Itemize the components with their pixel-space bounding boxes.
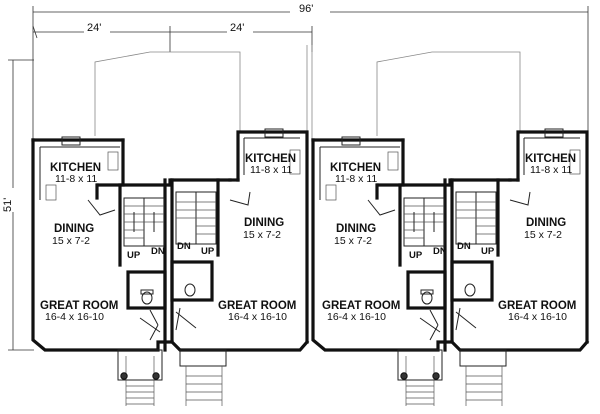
great-room-label: GREAT ROOM (498, 300, 576, 312)
dimension-lines: 96' 24' 24' 51' (2, 3, 589, 351)
great-room-size: 16-4 x 16-10 (228, 311, 287, 323)
dining-label: DINING (244, 217, 284, 229)
roof-outline (94, 45, 521, 140)
kitchen-size: 11-8 x 11 (335, 173, 377, 185)
stair-up-label: UP (201, 246, 215, 257)
unit-3-labels: KITCHEN 11-8 x 11 DINING 15 x 7-2 GREAT … (322, 162, 447, 323)
unit-2-labels: KITCHEN 11-8 x 11 DINING 15 x 7-2 GREAT … (177, 153, 296, 323)
great-room-label: GREAT ROOM (322, 300, 400, 312)
dining-size: 15 x 7-2 (243, 229, 281, 241)
dining-label: DINING (526, 217, 566, 229)
stair (123, 197, 165, 247)
unit-width-label-2: 24' (230, 22, 244, 34)
great-room-size: 16-4 x 16-10 (327, 311, 386, 323)
stair-dn-label: DN (433, 246, 447, 257)
unit-width-label: 24' (87, 22, 101, 34)
unit-pair (31, 128, 310, 406)
unit-1-labels: KITCHEN 11-8 x 11 DINING 15 x 7-2 GREAT … (40, 162, 165, 323)
overall-width-label: 96' (299, 3, 313, 15)
stair-dn-label: DN (457, 241, 471, 252)
great-room-label: GREAT ROOM (40, 300, 118, 312)
stair-dn-label: DN (151, 246, 165, 257)
dining-label: DINING (336, 223, 376, 235)
great-room-size: 16-4 x 16-10 (508, 311, 567, 323)
great-room-label: GREAT ROOM (218, 300, 296, 312)
kitchen-label: KITCHEN (330, 162, 381, 174)
kitchen-label: KITCHEN (525, 153, 576, 165)
kitchen-size: 11-8 x 11 (55, 173, 97, 185)
unit-4-labels: KITCHEN 11-8 x 11 DINING 15 x 7-2 GREAT … (457, 153, 576, 323)
stair-up-label: UP (481, 246, 495, 257)
great-room-size: 16-4 x 16-10 (45, 311, 104, 323)
dining-size: 15 x 7-2 (524, 229, 562, 241)
kitchen-label: KITCHEN (245, 153, 296, 165)
depth-label: 51' (2, 198, 14, 212)
porch-stair (117, 349, 163, 406)
stair (175, 191, 217, 245)
stair-up-label: UP (409, 250, 423, 261)
kitchen-size: 11-8 x 11 (250, 164, 292, 176)
dining-size: 15 x 7-2 (52, 235, 90, 247)
kitchen-size: 11-8 x 11 (530, 164, 572, 176)
dining-label: DINING (54, 223, 94, 235)
stair-dn-label: DN (177, 241, 191, 252)
porch-stair (179, 349, 227, 406)
stair-up-label: UP (127, 250, 141, 261)
kitchen-label: KITCHEN (50, 162, 101, 174)
dining-size: 15 x 7-2 (334, 235, 372, 247)
